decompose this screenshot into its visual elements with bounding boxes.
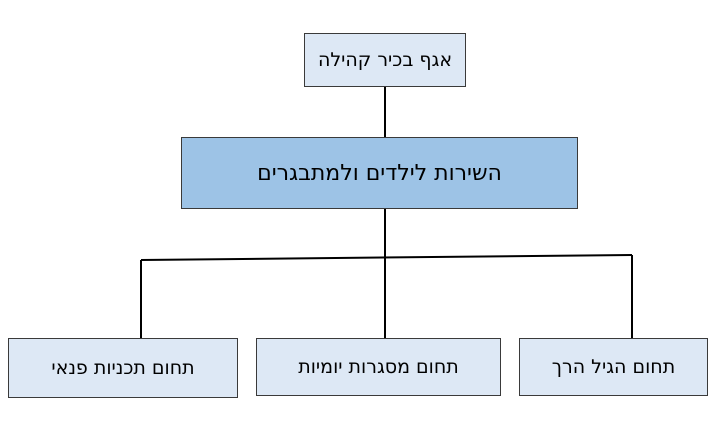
- node-daily-frameworks-label: תחום מסגרות יומיות: [298, 356, 459, 378]
- node-community-division-label: אגף בכיר קהילה: [317, 49, 453, 71]
- node-daily-frameworks: תחום מסגרות יומיות: [256, 338, 501, 396]
- connector-horizontal-bus: [140, 254, 633, 261]
- node-early-childhood: תחום הגיל הרך: [519, 338, 708, 396]
- node-leisure-programs-label: תחום תכניות פנאי: [51, 357, 195, 379]
- node-early-childhood-label: תחום הגיל הרך: [551, 356, 676, 378]
- node-community-division: אגף בכיר קהילה: [304, 33, 466, 87]
- node-youth-service-label: השירות לילדים ולמתבגרים: [257, 160, 502, 186]
- node-youth-service: השירות לילדים ולמתבגרים: [181, 137, 578, 209]
- node-leisure-programs: תחום תכניות פנאי: [8, 338, 238, 398]
